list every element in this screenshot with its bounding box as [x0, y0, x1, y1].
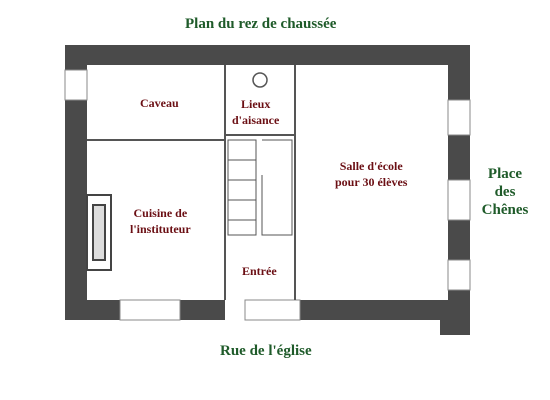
wall-left: [65, 45, 87, 320]
square-label-line-3: Chênes: [481, 202, 529, 218]
room-cuisine-line-1: Cuisine de: [133, 206, 188, 220]
outer-walls: [65, 45, 470, 335]
room-salle-line-2: pour 30 élèves: [335, 175, 408, 189]
square-label-line-1: Place: [487, 166, 523, 182]
room-caveau: Caveau: [140, 96, 179, 110]
room-salle-line-1: Salle d'école: [339, 159, 403, 173]
room-cuisine-line-2: l'instituteur: [130, 222, 191, 236]
room-cuisine: Cuisine de l'instituteur: [130, 205, 191, 237]
plan-title: Plan du rez de chaussée: [185, 16, 337, 32]
room-lieux: Lieux d'aisance: [232, 96, 279, 128]
square-label: Place des Chênes: [478, 165, 532, 219]
street-label: Rue de l'église: [220, 343, 312, 359]
wall-bottom-right: [300, 300, 470, 320]
room-lieux-line-2: d'aisance: [232, 113, 280, 127]
room-lieux-line-1: Lieux: [241, 97, 271, 111]
interior-walls: [87, 65, 296, 300]
room-salle: Salle d'école pour 30 élèves: [335, 158, 407, 190]
square-label-line-2: des: [494, 184, 516, 200]
room-entree: Entrée: [242, 264, 277, 278]
openings: [64, 69, 471, 321]
window-right-1: [447, 99, 471, 136]
window-bottom-left: [119, 299, 181, 321]
window-left-top: [64, 69, 88, 101]
window-right-3: [447, 259, 471, 291]
wall-top: [65, 45, 470, 65]
wall-bottom-left: [65, 300, 120, 320]
wall-bottom-mid: [180, 300, 225, 320]
stove-icon: [86, 194, 112, 271]
staircase: [227, 139, 293, 236]
window-right-2: [447, 179, 471, 221]
wall-corner-br: [440, 315, 470, 335]
door-entry: [244, 299, 301, 321]
toilet-icon: [252, 72, 268, 88]
